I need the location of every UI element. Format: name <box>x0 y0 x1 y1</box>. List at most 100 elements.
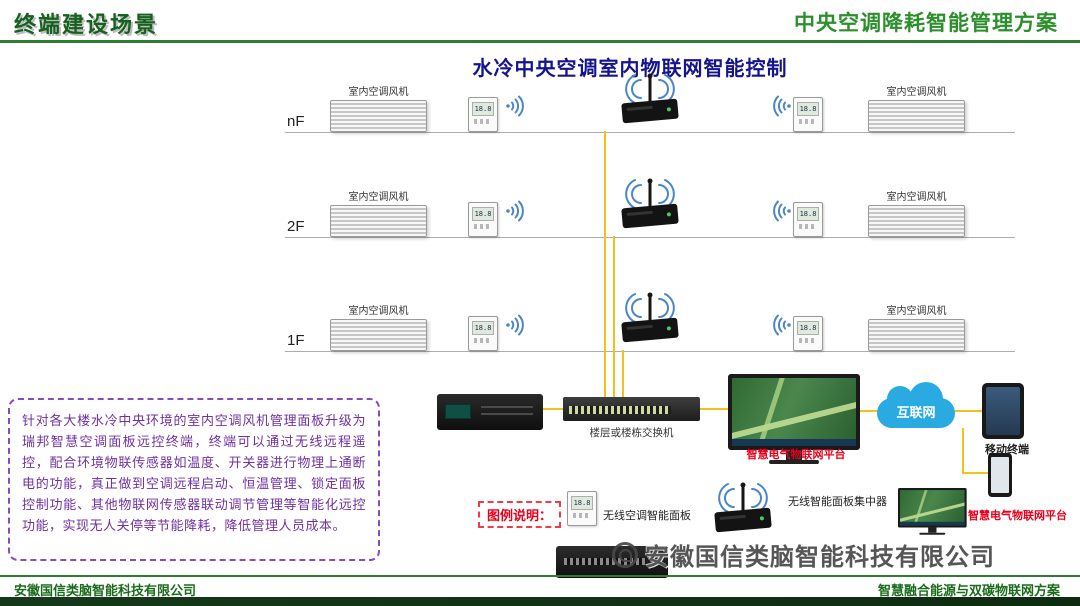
solution-title: 中央空调降耗智能管理方案 <box>794 11 1058 35</box>
indoor-fan-unit: 室内空调风机 <box>330 188 427 237</box>
floor-line <box>285 237 1015 238</box>
floor-2f: 2F 室内空调风机 18.8 18.8 室内空调风机 <box>285 178 1015 238</box>
floor-label: 1F <box>287 332 305 349</box>
panel-display: 18.8 <box>797 207 819 221</box>
indoor-fan-unit: 室内空调风机 <box>330 302 427 351</box>
switch-ports <box>569 406 671 414</box>
wifi-signal-icon <box>503 198 529 224</box>
legend-concentrator <box>698 480 788 542</box>
watermark: 安徽国信类脑智能科技有限公司 <box>612 537 995 572</box>
fan-label: 室内空调风机 <box>348 192 409 203</box>
smart-panel: 18.8 <box>793 97 823 132</box>
footer-divider <box>0 575 1080 577</box>
monitor-taskbar <box>900 521 965 526</box>
indoor-fan-unit: 室内空调风机 <box>868 302 965 351</box>
rack-ports <box>564 558 646 565</box>
floor-1f: 1F 室内空调风机 18.8 18.8 室内空调风机 <box>285 292 1015 352</box>
smart-panel: 18.8 <box>468 97 498 132</box>
floor-label: 2F <box>287 218 305 235</box>
wireless-gateway <box>605 71 695 133</box>
diagram-title: 水冷中央空调室内物联网智能控制 <box>472 58 788 80</box>
network-cable <box>955 410 982 412</box>
monitor-taskbar <box>732 439 856 446</box>
monitor-stand <box>928 527 937 533</box>
panel-display: 18.8 <box>797 102 819 116</box>
panel-display: 18.8 <box>472 207 494 221</box>
air-vent <box>868 100 965 132</box>
network-switch <box>563 397 700 421</box>
legend-platform-monitor <box>898 488 967 535</box>
platform-label: 智慧电气物联网平台 <box>746 449 846 461</box>
wireless-gateway <box>605 176 695 238</box>
header-divider <box>0 40 1080 43</box>
footer-company: 安徽国信类脑智能科技有限公司 <box>14 583 197 598</box>
fan-label: 室内空调风机 <box>348 87 409 98</box>
indoor-fan-unit: 室内空调风机 <box>868 83 965 132</box>
panel-display: 18.8 <box>571 496 593 510</box>
floor-line <box>285 132 1015 133</box>
network-cable <box>543 408 563 410</box>
smart-panel: 18.8 <box>468 316 498 351</box>
network-cable <box>613 236 615 399</box>
indoor-fan-unit: 室内空调风机 <box>330 83 427 132</box>
air-vent <box>868 319 965 351</box>
watermark-logo-icon <box>612 541 638 568</box>
network-cable <box>622 350 624 399</box>
wifi-signal-icon <box>768 93 794 119</box>
indoor-fan-unit: 室内空调风机 <box>868 188 965 237</box>
wifi-signal-icon <box>503 93 529 119</box>
floor-label: nF <box>287 113 305 130</box>
tablet-screen <box>986 387 1020 435</box>
wifi-signal-icon <box>768 198 794 224</box>
fan-label: 室内空调风机 <box>886 192 947 203</box>
smart-panel: 18.8 <box>793 202 823 237</box>
floor-line <box>285 351 1015 352</box>
fan-label: 室内空调风机 <box>348 306 409 317</box>
network-cable <box>962 472 988 474</box>
platform-monitor <box>728 374 860 464</box>
server-rack <box>437 394 543 430</box>
monitor-base <box>919 532 946 535</box>
legend-smart-panel: 18.8 <box>567 491 597 526</box>
footer-tagline: 智慧融合能源与双碳物联网方案 <box>877 583 1060 598</box>
wireless-gateway <box>605 290 695 352</box>
internet-label: 互联网 <box>896 405 936 420</box>
panel-buttons <box>474 119 492 124</box>
monitor-stand <box>786 450 802 460</box>
legend-label-concentrator: 无线智能面板集中器 <box>788 496 887 508</box>
wifi-signal-icon <box>503 312 529 338</box>
panel-display: 18.8 <box>472 102 494 116</box>
monitor-screen <box>728 374 860 450</box>
network-cable <box>860 410 878 412</box>
monitor-base <box>769 460 819 464</box>
panel-buttons <box>799 119 817 124</box>
air-vent <box>330 319 427 351</box>
bottom-bar <box>0 597 1080 606</box>
phone-screen <box>991 457 1009 493</box>
solution-description: 针对各大楼水冷中央环境的室内空调风机管理面板升级为瑞邦智慧空调面板远控终端，终端… <box>8 398 380 561</box>
monitor-screen <box>898 488 967 528</box>
legend-label-panel: 无线空调智能面板 <box>603 510 691 522</box>
network-cable <box>962 428 964 474</box>
server-display <box>445 404 471 419</box>
smart-panel: 18.8 <box>468 202 498 237</box>
smart-panel: 18.8 <box>793 316 823 351</box>
panel-buttons <box>799 224 817 229</box>
panel-buttons <box>474 224 492 229</box>
network-cable <box>700 408 728 410</box>
phone-device <box>988 453 1012 497</box>
air-vent <box>330 205 427 237</box>
panel-display: 18.8 <box>472 321 494 335</box>
switch-label: 楼层或楼栋交换机 <box>589 427 674 439</box>
legend-label-platform: 智慧电气物联网平台 <box>968 510 1067 522</box>
panel-display: 18.8 <box>797 321 819 335</box>
floor-nf: nF 室内空调风机 18.8 18.8 室内空调风机 <box>285 73 1015 133</box>
legend-title: 图例说明： <box>478 501 562 528</box>
watermark-text: 安徽国信类脑智能科技有限公司 <box>645 544 995 571</box>
page-title: 终端建设场景 <box>14 12 159 37</box>
air-vent <box>330 100 427 132</box>
air-vent <box>868 205 965 237</box>
network-cable <box>604 131 606 399</box>
panel-buttons <box>799 338 817 343</box>
